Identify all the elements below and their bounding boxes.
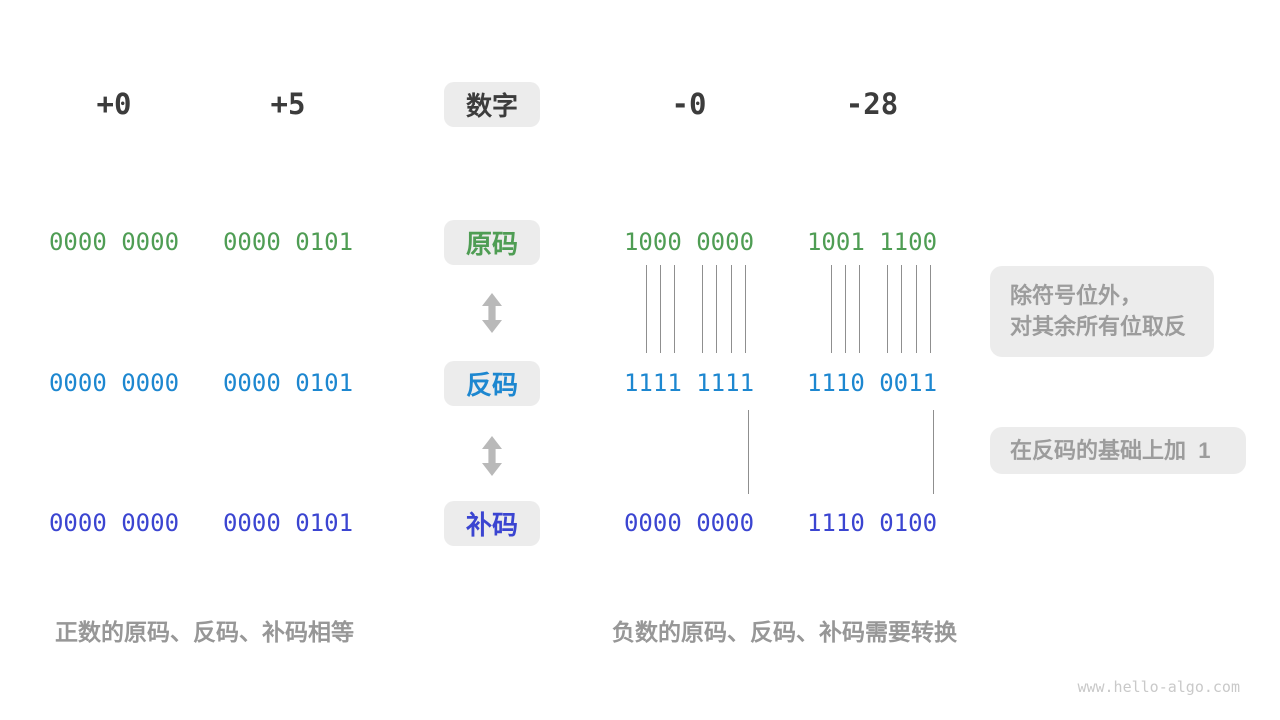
sign-magnitude-value-minus28: 1001 1100 xyxy=(806,228,938,256)
header-plus-five: +5 xyxy=(270,87,306,121)
header-minus-twentyeight: -28 xyxy=(845,87,899,121)
ones-complement-tag: 反码 xyxy=(444,361,540,406)
bit-connector-line xyxy=(646,265,647,353)
sign-magnitude-value-minus0: 1000 0000 xyxy=(623,228,755,256)
carry-connector-line xyxy=(933,410,934,494)
twos-complement-value-minus0: 0000 0000 xyxy=(623,509,755,537)
up-down-arrow-icon xyxy=(482,436,502,476)
ones-complement-value-minus0: 1111 1111 xyxy=(623,369,755,397)
ones-complement-value-plus0: 0000 0000 xyxy=(48,369,180,397)
bit-connector-line xyxy=(731,265,732,353)
twos-complement-value-plus0: 0000 0000 xyxy=(48,509,180,537)
bit-connector-line xyxy=(674,265,675,353)
header-plus-zero: +0 xyxy=(96,87,132,121)
bit-connector-line xyxy=(930,265,931,353)
negative-numbers-caption: 负数的原码、反码、补码需要转换 xyxy=(612,619,957,645)
header-minus-zero: -0 xyxy=(671,87,707,121)
bit-connector-line xyxy=(660,265,661,353)
add-one-note: 在反码的基础上加 1 xyxy=(990,427,1246,474)
twos-complement-tag: 补码 xyxy=(444,501,540,546)
invert-bits-note-line2: 对其余所有位取反 xyxy=(1010,314,1187,339)
sign-magnitude-tag: 原码 xyxy=(444,220,540,265)
carry-connector-line xyxy=(748,410,749,494)
bit-connector-line xyxy=(901,265,902,353)
bit-connector-line xyxy=(887,265,888,353)
bit-connector-line xyxy=(916,265,917,353)
bit-connector-line xyxy=(702,265,703,353)
invert-bits-note: 除符号位外， 对其余所有位取反 xyxy=(990,266,1214,357)
bit-connector-line xyxy=(859,265,860,353)
sign-magnitude-value-plus5: 0000 0101 xyxy=(222,228,354,256)
twos-complement-value-plus5: 0000 0101 xyxy=(222,509,354,537)
sign-magnitude-value-plus0: 0000 0000 xyxy=(48,228,180,256)
twos-complement-value-minus28: 1110 0100 xyxy=(806,509,938,537)
positive-numbers-caption: 正数的原码、反码、补码相等 xyxy=(55,619,354,645)
header-number-tag: 数字 xyxy=(444,82,540,127)
invert-bits-note-line1: 除符号位外， xyxy=(1010,283,1143,308)
bit-connector-line xyxy=(745,265,746,353)
bit-connector-line xyxy=(845,265,846,353)
ones-complement-value-minus28: 1110 0011 xyxy=(806,369,938,397)
bit-connector-line xyxy=(831,265,832,353)
up-down-arrow-icon xyxy=(482,293,502,333)
bit-connector-line xyxy=(716,265,717,353)
ones-complement-value-plus5: 0000 0101 xyxy=(222,369,354,397)
watermark-url: www.hello-algo.com xyxy=(1077,678,1240,696)
